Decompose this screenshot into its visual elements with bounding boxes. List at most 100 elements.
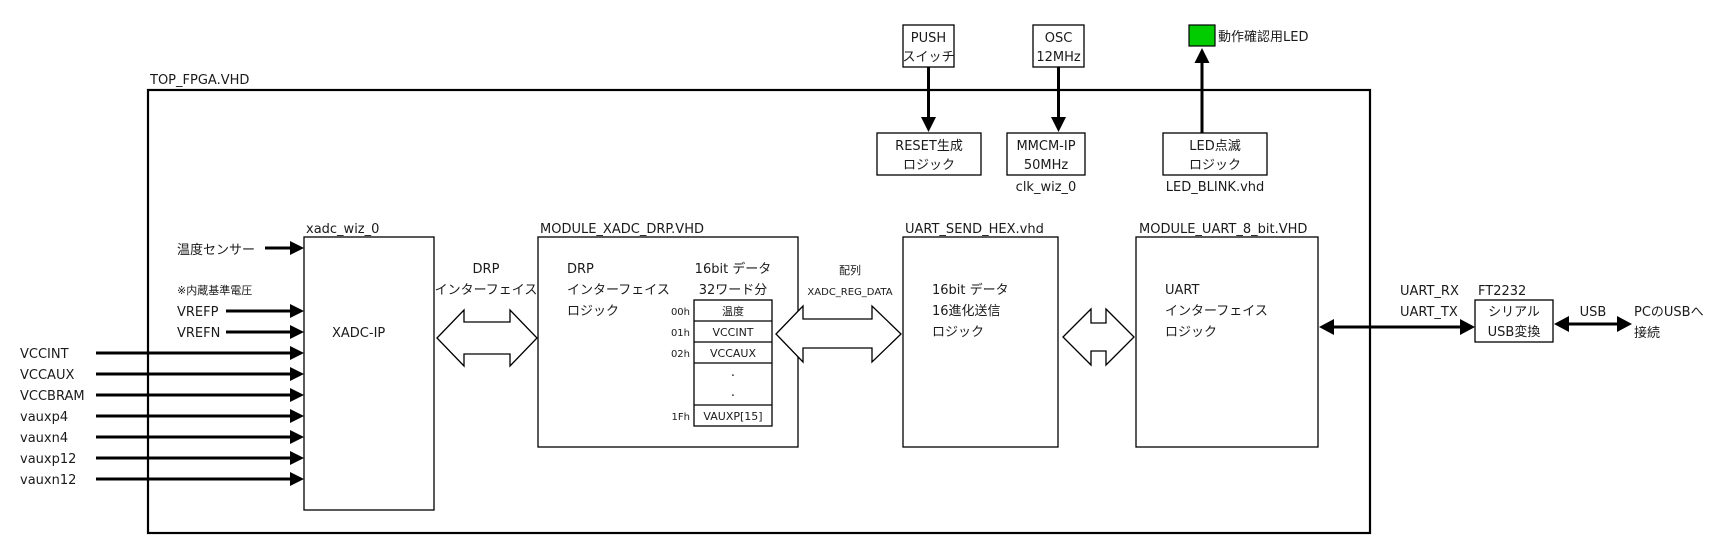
external-input-label: vauxp12 — [20, 452, 76, 467]
internal-ref-note: ※内蔵基準電圧 — [177, 283, 252, 297]
reg-addr: 01h — [671, 328, 690, 339]
input-arrowhead-icon — [290, 325, 304, 339]
usb-right-arrowhead-icon — [1617, 316, 1632, 332]
uart-send-line2: 16進化送信 — [932, 304, 1001, 319]
led-blink-line2: ロジック — [1189, 158, 1241, 173]
module-uart-line2: インターフェイス — [1165, 304, 1268, 319]
reg-name: VCCINT — [712, 326, 753, 339]
reg-name: VCCAUX — [710, 347, 756, 360]
led-blink-line1: LED点滅 — [1189, 139, 1240, 154]
xadc-instance-label: xadc_wiz_0 — [306, 222, 379, 237]
osc-box — [1032, 24, 1085, 68]
led-blink-box — [1162, 132, 1268, 176]
uart-send-line3: ロジック — [932, 325, 984, 340]
led-arrowhead-icon — [1194, 48, 1210, 63]
led-blink-block: LED点滅 ロジック LED_BLINK.vhd — [1162, 132, 1268, 195]
push-switch-line2: スイッチ — [902, 50, 954, 65]
ft2232-chip-label: FT2232 — [1478, 284, 1526, 299]
led-blink-file: LED_BLINK.vhd — [1166, 180, 1265, 195]
module-uart-line3: ロジック — [1165, 325, 1217, 340]
drp-bus-line2: インターフェイス — [435, 283, 538, 298]
mmcm-block: MMCM-IP 50MHz clk_wiz_0 — [1006, 132, 1086, 195]
osc-line2: 12MHz — [1036, 50, 1081, 65]
usb-left-arrowhead-icon — [1554, 316, 1569, 332]
external-input-label: VCCINT — [20, 347, 69, 362]
array-bus-double-arrow-icon — [775, 304, 902, 364]
internal-ref-input-label: VREFP — [177, 305, 219, 320]
internal-ref-input-label: VREFN — [177, 326, 220, 341]
oscillator: OSC 12MHz — [1032, 24, 1085, 68]
reg-ellipsis: . — [731, 385, 735, 400]
module-drp-line1: DRP — [567, 262, 594, 277]
led-label: 動作確認用LED — [1218, 29, 1308, 45]
module-drp-line3: ロジック — [567, 304, 619, 319]
ft2232-line1: シリアル — [1488, 305, 1540, 320]
top-module-label: TOP_FPGA.VHD — [149, 73, 249, 88]
external-input-label: VCCAUX — [20, 368, 74, 383]
xadc-ip-box — [303, 236, 435, 511]
ft2232-line2: USB変換 — [1488, 324, 1541, 340]
temp-sensor-label: 温度センサー — [177, 242, 255, 258]
usb-label: USB — [1580, 305, 1607, 320]
push-switch: PUSH スイッチ — [902, 24, 955, 68]
temp-sensor-arrowhead-icon — [290, 241, 304, 255]
uart-rx-arrowhead-icon — [1319, 319, 1334, 335]
register-table: 00h 温度 01h VCCINT 02h VCCAUX . . 1Fh VAU… — [671, 299, 773, 427]
input-arrowhead-icon — [290, 346, 304, 360]
reset-logic-block: RESET生成 ロジック — [876, 132, 982, 176]
mmcm-line2: 50MHz — [1024, 158, 1069, 173]
top-module-box — [146, 88, 1372, 535]
reg-table-title2: 32ワード分 — [699, 283, 768, 298]
input-arrowhead-icon — [290, 388, 304, 402]
reset-line2: ロジック — [903, 158, 955, 173]
module-uart-line1: UART — [1165, 283, 1199, 298]
mmcm-box — [1006, 132, 1086, 176]
xadc-ip-label: XADC-IP — [332, 326, 385, 341]
internal-ref-inputs: VREFP VREFN — [177, 304, 304, 341]
drp-bus-line1: DRP — [473, 262, 500, 277]
reset-logic-box — [876, 132, 982, 176]
reg-name: 温度 — [722, 304, 744, 318]
uart-send-line1: 16bit データ — [932, 282, 1009, 298]
push-switch-line1: PUSH — [911, 31, 946, 46]
mmcm-line1: MMCM-IP — [1016, 139, 1075, 154]
array-bus-line1: 配列 — [839, 263, 861, 277]
uart-tx-label: UART_TX — [1400, 305, 1458, 320]
module-drp-line2: インターフェイス — [567, 283, 670, 298]
reg-table-title1: 16bit データ — [695, 261, 772, 277]
reg-addr: 1Fh — [672, 412, 690, 423]
led-indicator-icon — [1188, 24, 1216, 47]
module-uart-file: MODULE_UART_8_bit.VHD — [1139, 222, 1307, 237]
input-arrowhead-icon — [290, 430, 304, 444]
reg-ellipsis: . — [731, 365, 735, 380]
module-drp-file: MODULE_XADC_DRP.VHD — [540, 222, 704, 237]
input-arrowhead-icon — [290, 451, 304, 465]
input-arrowhead-icon — [290, 472, 304, 486]
external-input-label: vauxn4 — [20, 431, 68, 446]
pc-line2: 接続 — [1634, 325, 1660, 341]
input-arrowhead-icon — [290, 367, 304, 381]
pc-line1: PCのUSBへ — [1634, 305, 1704, 320]
array-bus-line2: XADC_REG_DATA — [807, 287, 892, 298]
osc-line1: OSC — [1045, 31, 1073, 46]
input-arrowhead-icon — [290, 409, 304, 423]
reg-addr: 00h — [671, 307, 690, 318]
external-input-label: vauxn12 — [20, 473, 76, 488]
uart-send-box — [902, 236, 1059, 448]
uart-rx-label: UART_RX — [1400, 284, 1459, 299]
external-input-label: VCCBRAM — [20, 389, 85, 404]
external-input-label: vauxp4 — [20, 410, 68, 425]
uart-send-file: UART_SEND_HEX.vhd — [905, 222, 1044, 237]
input-arrowhead-icon — [290, 304, 304, 318]
clock-arrowhead-icon — [1051, 117, 1066, 132]
reg-addr: 02h — [671, 349, 690, 360]
reset-line1: RESET生成 — [895, 139, 963, 154]
module-uart-box — [1135, 236, 1319, 448]
drp-bus-double-arrow-icon — [436, 308, 538, 368]
uart-bus-double-arrow-icon — [1062, 307, 1135, 367]
mmcm-instance: clk_wiz_0 — [1016, 180, 1077, 195]
reset-arrowhead-icon — [921, 117, 936, 132]
ft2232-box — [1474, 299, 1554, 343]
external-analog-inputs: VCCINT VCCAUX VCCBRAM vauxp4 vauxn4 vauxp12 va… — [20, 346, 304, 488]
